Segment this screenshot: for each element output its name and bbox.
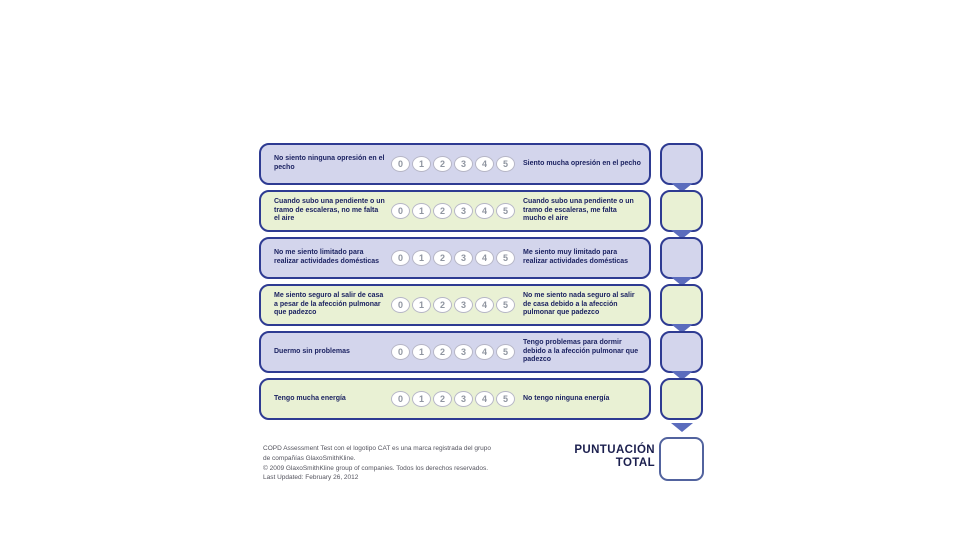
score-option-2[interactable]: 2: [433, 297, 452, 313]
question-left-statement: Duermo sin problemas: [274, 347, 350, 355]
copyright-line: COPD Assessment Test con el logotipo CAT…: [263, 445, 491, 452]
question-right-statement: Tengo problemas para dormir debido a la …: [523, 339, 639, 364]
score-option-5[interactable]: 5: [496, 156, 515, 172]
total-score-label-line1: PUNTUACIÓN: [574, 444, 655, 456]
score-option-4[interactable]: 4: [475, 203, 494, 219]
score-option-2[interactable]: 2: [433, 156, 452, 172]
score-box-6[interactable]: [660, 378, 703, 420]
question-right-statement: Cuando subo una pendiente o un tramo de …: [523, 198, 634, 223]
score-box-3[interactable]: [660, 237, 703, 279]
score-box-5[interactable]: [660, 331, 703, 373]
arrow-down-icon: [670, 183, 693, 192]
score-box-1[interactable]: [660, 143, 703, 185]
question-left-statement: No me siento limitado para realizar acti…: [274, 249, 380, 265]
score-option-1[interactable]: 1: [412, 203, 431, 219]
score-option-3[interactable]: 3: [454, 156, 473, 172]
score-option-5[interactable]: 5: [496, 344, 515, 360]
question-left-statement: Tengo mucha energía: [274, 394, 346, 402]
score-option-1[interactable]: 1: [412, 344, 431, 360]
score-option-4[interactable]: 4: [475, 391, 494, 407]
score-option-1[interactable]: 1: [412, 156, 431, 172]
score-option-4[interactable]: 4: [475, 250, 494, 266]
score-option-3[interactable]: 3: [454, 203, 473, 219]
score-box-2[interactable]: [660, 190, 703, 232]
question-right-statement: No tengo ninguna energía: [523, 394, 610, 402]
score-option-2[interactable]: 2: [433, 391, 452, 407]
copyright-notice: COPD Assessment Test con el logotipo CAT…: [263, 444, 513, 483]
score-option-1[interactable]: 1: [412, 250, 431, 266]
question-left-statement: Cuando subo una pendiente o un tramo de …: [274, 197, 385, 223]
score-option-5[interactable]: 5: [496, 297, 515, 313]
score-option-5[interactable]: 5: [496, 391, 515, 407]
score-option-0[interactable]: 0: [391, 344, 410, 360]
score-option-5[interactable]: 5: [496, 203, 515, 219]
score-option-3[interactable]: 3: [454, 250, 473, 266]
score-option-3[interactable]: 3: [454, 344, 473, 360]
score-option-0[interactable]: 0: [391, 156, 410, 172]
score-option-3[interactable]: 3: [454, 297, 473, 313]
arrow-down-icon: [670, 324, 693, 333]
copyright-line: de compañías GlaxoSmithKline.: [263, 454, 356, 462]
score-option-2[interactable]: 2: [433, 344, 452, 360]
arrow-down-icon: [670, 371, 693, 380]
question-rows: No siento ninguna opresión en el pecho 0…: [259, 143, 651, 425]
score-option-4[interactable]: 4: [475, 344, 494, 360]
arrow-down-icon: [670, 230, 693, 239]
score-option-0[interactable]: 0: [391, 391, 410, 407]
score-option-3[interactable]: 3: [454, 391, 473, 407]
score-option-1[interactable]: 1: [412, 297, 431, 313]
question-left-statement: Me siento seguro al salir de casa a pesa…: [274, 291, 384, 317]
score-option-0[interactable]: 0: [391, 250, 410, 266]
total-score-box[interactable]: [659, 437, 704, 481]
total-score-label-line2: TOTAL: [615, 456, 655, 469]
score-option-0[interactable]: 0: [391, 203, 410, 219]
score-option-2[interactable]: 2: [433, 250, 452, 266]
question-right-statement: Siento mucha opresión en el pecho: [523, 159, 641, 167]
question-row-2: Cuando subo una pendiente o un tramo de …: [259, 190, 651, 232]
arrow-down-icon: [670, 277, 693, 286]
score-option-2[interactable]: 2: [433, 203, 452, 219]
question-right-statement: No me siento nada seguro al salir de cas…: [523, 292, 635, 317]
copyright-line: Last Updated: February 26, 2012: [263, 474, 359, 482]
arrow-down-icon: [670, 423, 693, 432]
score-option-4[interactable]: 4: [475, 297, 494, 313]
total-score-label: PUNTUACIÓN TOTAL: [455, 444, 655, 470]
score-box-4[interactable]: [660, 284, 703, 326]
score-option-1[interactable]: 1: [412, 391, 431, 407]
question-row-1: No siento ninguna opresión en el pecho 0…: [259, 143, 651, 185]
score-option-0[interactable]: 0: [391, 297, 410, 313]
question-right-statement: Me siento muy limitado para realizar act…: [523, 249, 629, 265]
score-option-4[interactable]: 4: [475, 156, 494, 172]
score-option-5[interactable]: 5: [496, 250, 515, 266]
question-row-3: No me siento limitado para realizar acti…: [259, 237, 651, 279]
question-left-statement: No siento ninguna opresión en el pecho: [274, 155, 385, 171]
question-row-4: Me siento seguro al salir de casa a pesa…: [259, 284, 651, 326]
copyright-line: © 2009 GlaxoSmithKline group of companie…: [263, 464, 489, 472]
